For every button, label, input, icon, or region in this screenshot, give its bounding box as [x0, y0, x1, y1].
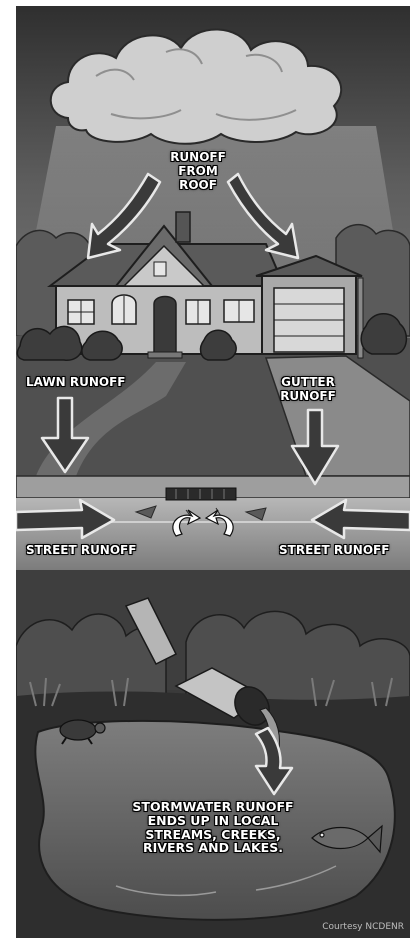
roof-label-line-2: FROM [166, 165, 230, 179]
gutter-label-line-2: RUNOFF [278, 390, 338, 404]
label-runoff-from-roof: RUNOFF FROM ROOF [166, 151, 230, 192]
image-credit: Courtesy NCDENR [322, 922, 404, 932]
destination-line-1: STORMWATER RUNOFF [98, 800, 328, 814]
destination-line-2: ENDS UP IN LOCAL [98, 814, 328, 828]
label-street-runoff-left: STREET RUNOFF [26, 544, 136, 558]
roof-label-line-3: ROOF [166, 179, 230, 193]
stormwater-diagram: RUNOFF FROM ROOF LAWN RUNOFF GUTTER RUNO… [16, 6, 410, 938]
label-gutter-runoff: GUTTER RUNOFF [278, 376, 338, 404]
roof-label-line-1: RUNOFF [166, 151, 230, 165]
label-stormwater-destination: STORMWATER RUNOFF ENDS UP IN LOCAL STREA… [98, 800, 328, 855]
destination-line-4: RIVERS AND LAKES. [98, 841, 328, 855]
label-street-runoff-right: STREET RUNOFF [279, 544, 389, 558]
gutter-label-line-1: GUTTER [278, 376, 338, 390]
label-lawn-runoff: LAWN RUNOFF [26, 376, 125, 390]
